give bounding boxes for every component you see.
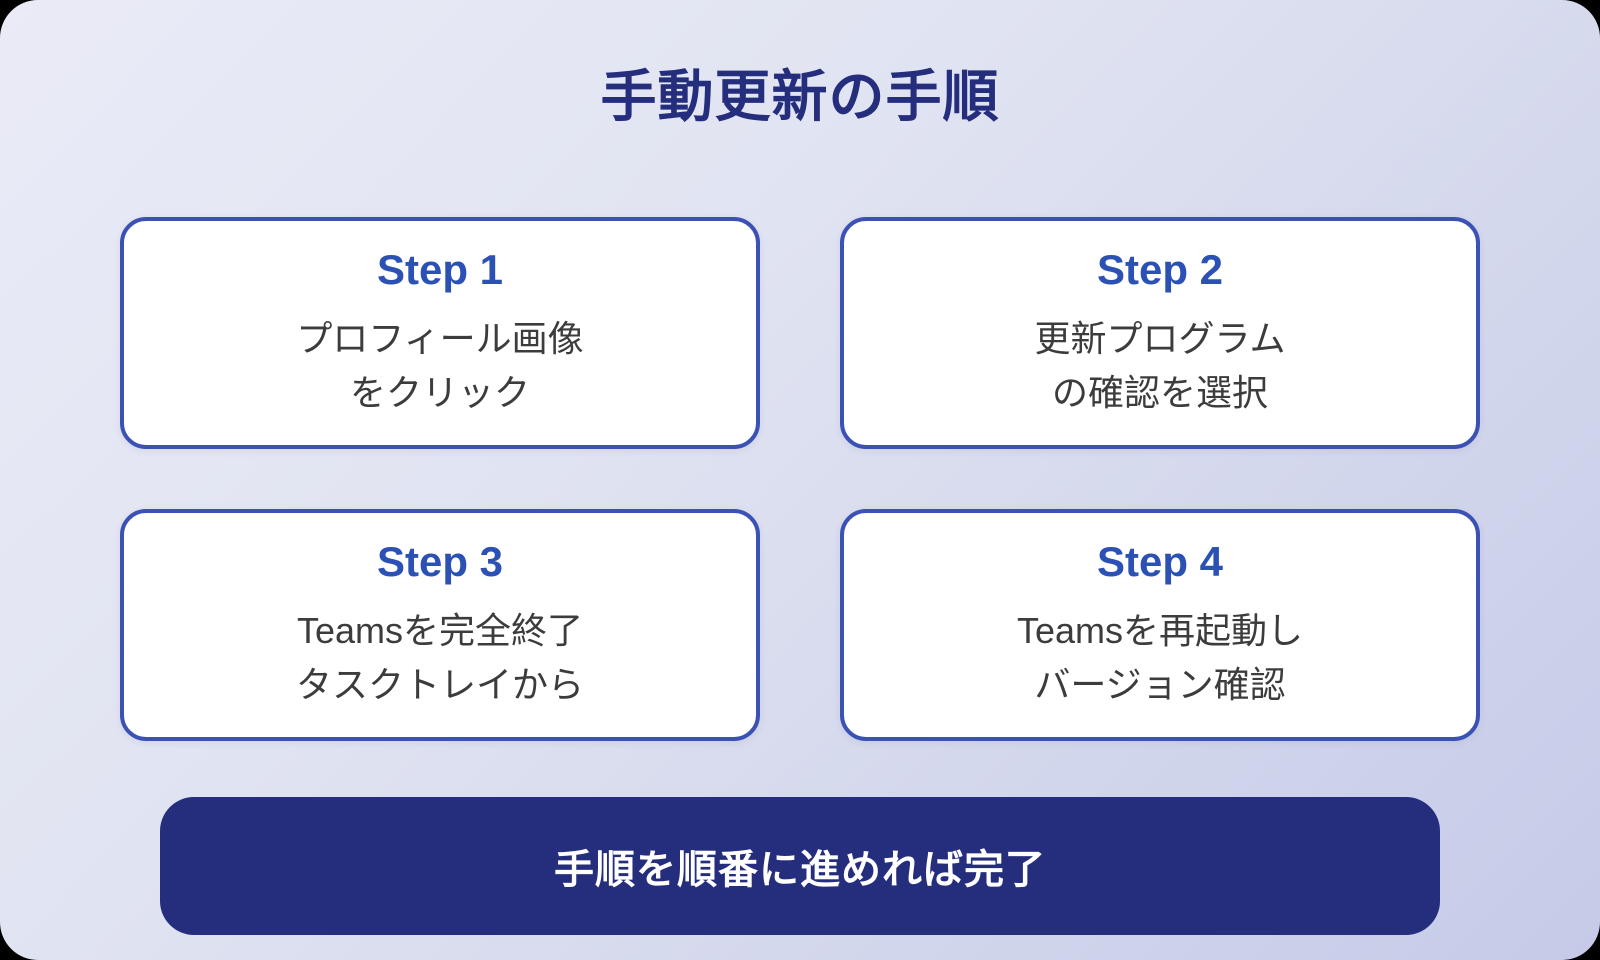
steps-grid: Step 1 プロフィール画像 をクリック Step 2 更新プログラム の確認…	[120, 217, 1480, 741]
step-card-2: Step 2 更新プログラム の確認を選択	[840, 217, 1480, 449]
step-4-description-line-1: Teamsを再起動し	[1016, 610, 1304, 651]
step-card-4: Step 4 Teamsを再起動し バージョン確認	[840, 509, 1480, 741]
step-3-description-line-2: タスクトレイから	[295, 664, 584, 705]
footer-text: 手順を順番に進めれば完了	[554, 848, 1046, 892]
page-title: 手動更新の手順	[600, 65, 1000, 128]
step-1-description-line-1: プロフィール画像	[296, 318, 584, 359]
step-1-description-line-2: をクリック	[349, 372, 530, 413]
step-4-description: Teamsを再起動し バージョン確認	[1017, 604, 1303, 712]
step-3-description-line-1: Teamsを完全終了	[296, 610, 584, 651]
step-3-description: Teamsを完全終了 タスクトレイから	[296, 604, 584, 712]
step-1-description: プロフィール画像 をクリック	[296, 312, 583, 420]
step-1-label: Step 1	[376, 246, 504, 293]
step-3-label: Step 3	[376, 538, 504, 585]
step-2-description-line-1: 更新プログラム	[1034, 318, 1286, 359]
step-4-description-line-2: バージョン確認	[1034, 664, 1286, 705]
step-4-label: Step 4	[1096, 538, 1224, 585]
step-2-description: 更新プログラム の確認を選択	[1035, 312, 1286, 420]
step-2-description-line-2: の確認を選択	[1051, 372, 1268, 413]
footer-banner: 手順を順番に進めれば完了	[160, 797, 1440, 935]
step-2-label: Step 2	[1096, 246, 1224, 293]
step-card-1: Step 1 プロフィール画像 をクリック	[120, 217, 760, 449]
step-card-3: Step 3 Teamsを完全終了 タスクトレイから	[120, 509, 760, 741]
